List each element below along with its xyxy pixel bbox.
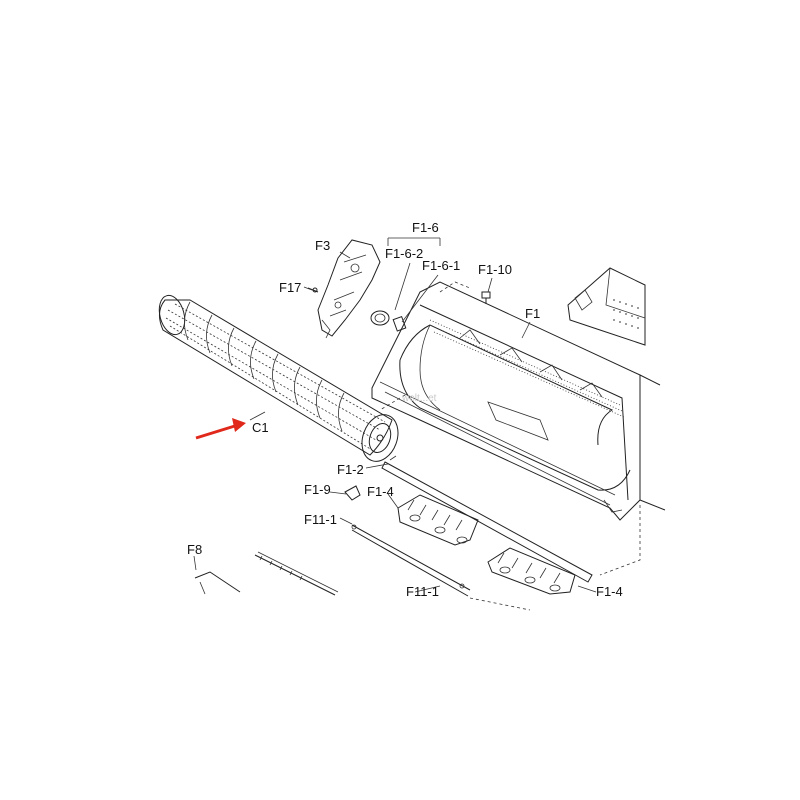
- bearing-assembly: [370, 310, 407, 332]
- label-f1-4-upper: F1-4: [367, 484, 394, 499]
- side-bracket: [317, 239, 381, 339]
- red-arrow-icon: [195, 418, 246, 440]
- label-f1-6-1: F1-6-1: [422, 258, 460, 273]
- label-f1: F1: [525, 306, 540, 321]
- cross-flow-fan: [158, 294, 399, 462]
- label-f1-9: F1-9: [304, 482, 331, 497]
- screw-part: [307, 287, 319, 293]
- rail-f1-2: [381, 455, 593, 583]
- main-housing: [371, 281, 666, 521]
- watermark: welt...et: [401, 393, 437, 404]
- bracket-f1-9: [344, 485, 361, 501]
- label-f1-6-2: F1-6-2: [385, 246, 423, 261]
- label-f3: F3: [315, 238, 330, 253]
- leader-lines: [193, 237, 597, 593]
- louver-assembly-upper: [397, 494, 479, 546]
- label-f1-2: F1-2: [337, 462, 364, 477]
- label-c1: C1: [252, 420, 269, 435]
- guide-lines: [379, 281, 641, 611]
- label-f17: F17: [279, 280, 301, 295]
- part-f8: [194, 571, 241, 595]
- label-f1-10: F1-10: [478, 262, 512, 277]
- label-f11-1-upper: F11-1: [304, 512, 337, 527]
- lower-strip-part: [254, 551, 339, 596]
- label-f1-6: F1-6: [412, 220, 439, 235]
- shaft-f11-1: [351, 524, 471, 597]
- label-f11-1-lower: F11-1: [406, 584, 439, 599]
- label-f8: F8: [187, 542, 202, 557]
- label-f1-4-lower: F1-4: [596, 584, 623, 599]
- louver-assembly-lower: [487, 547, 576, 595]
- display-panel: [567, 267, 646, 346]
- part-labels: F1-6 F3 F1-6-2 F1-6-1 F1-10 F17 F1 C1 F1…: [187, 220, 623, 599]
